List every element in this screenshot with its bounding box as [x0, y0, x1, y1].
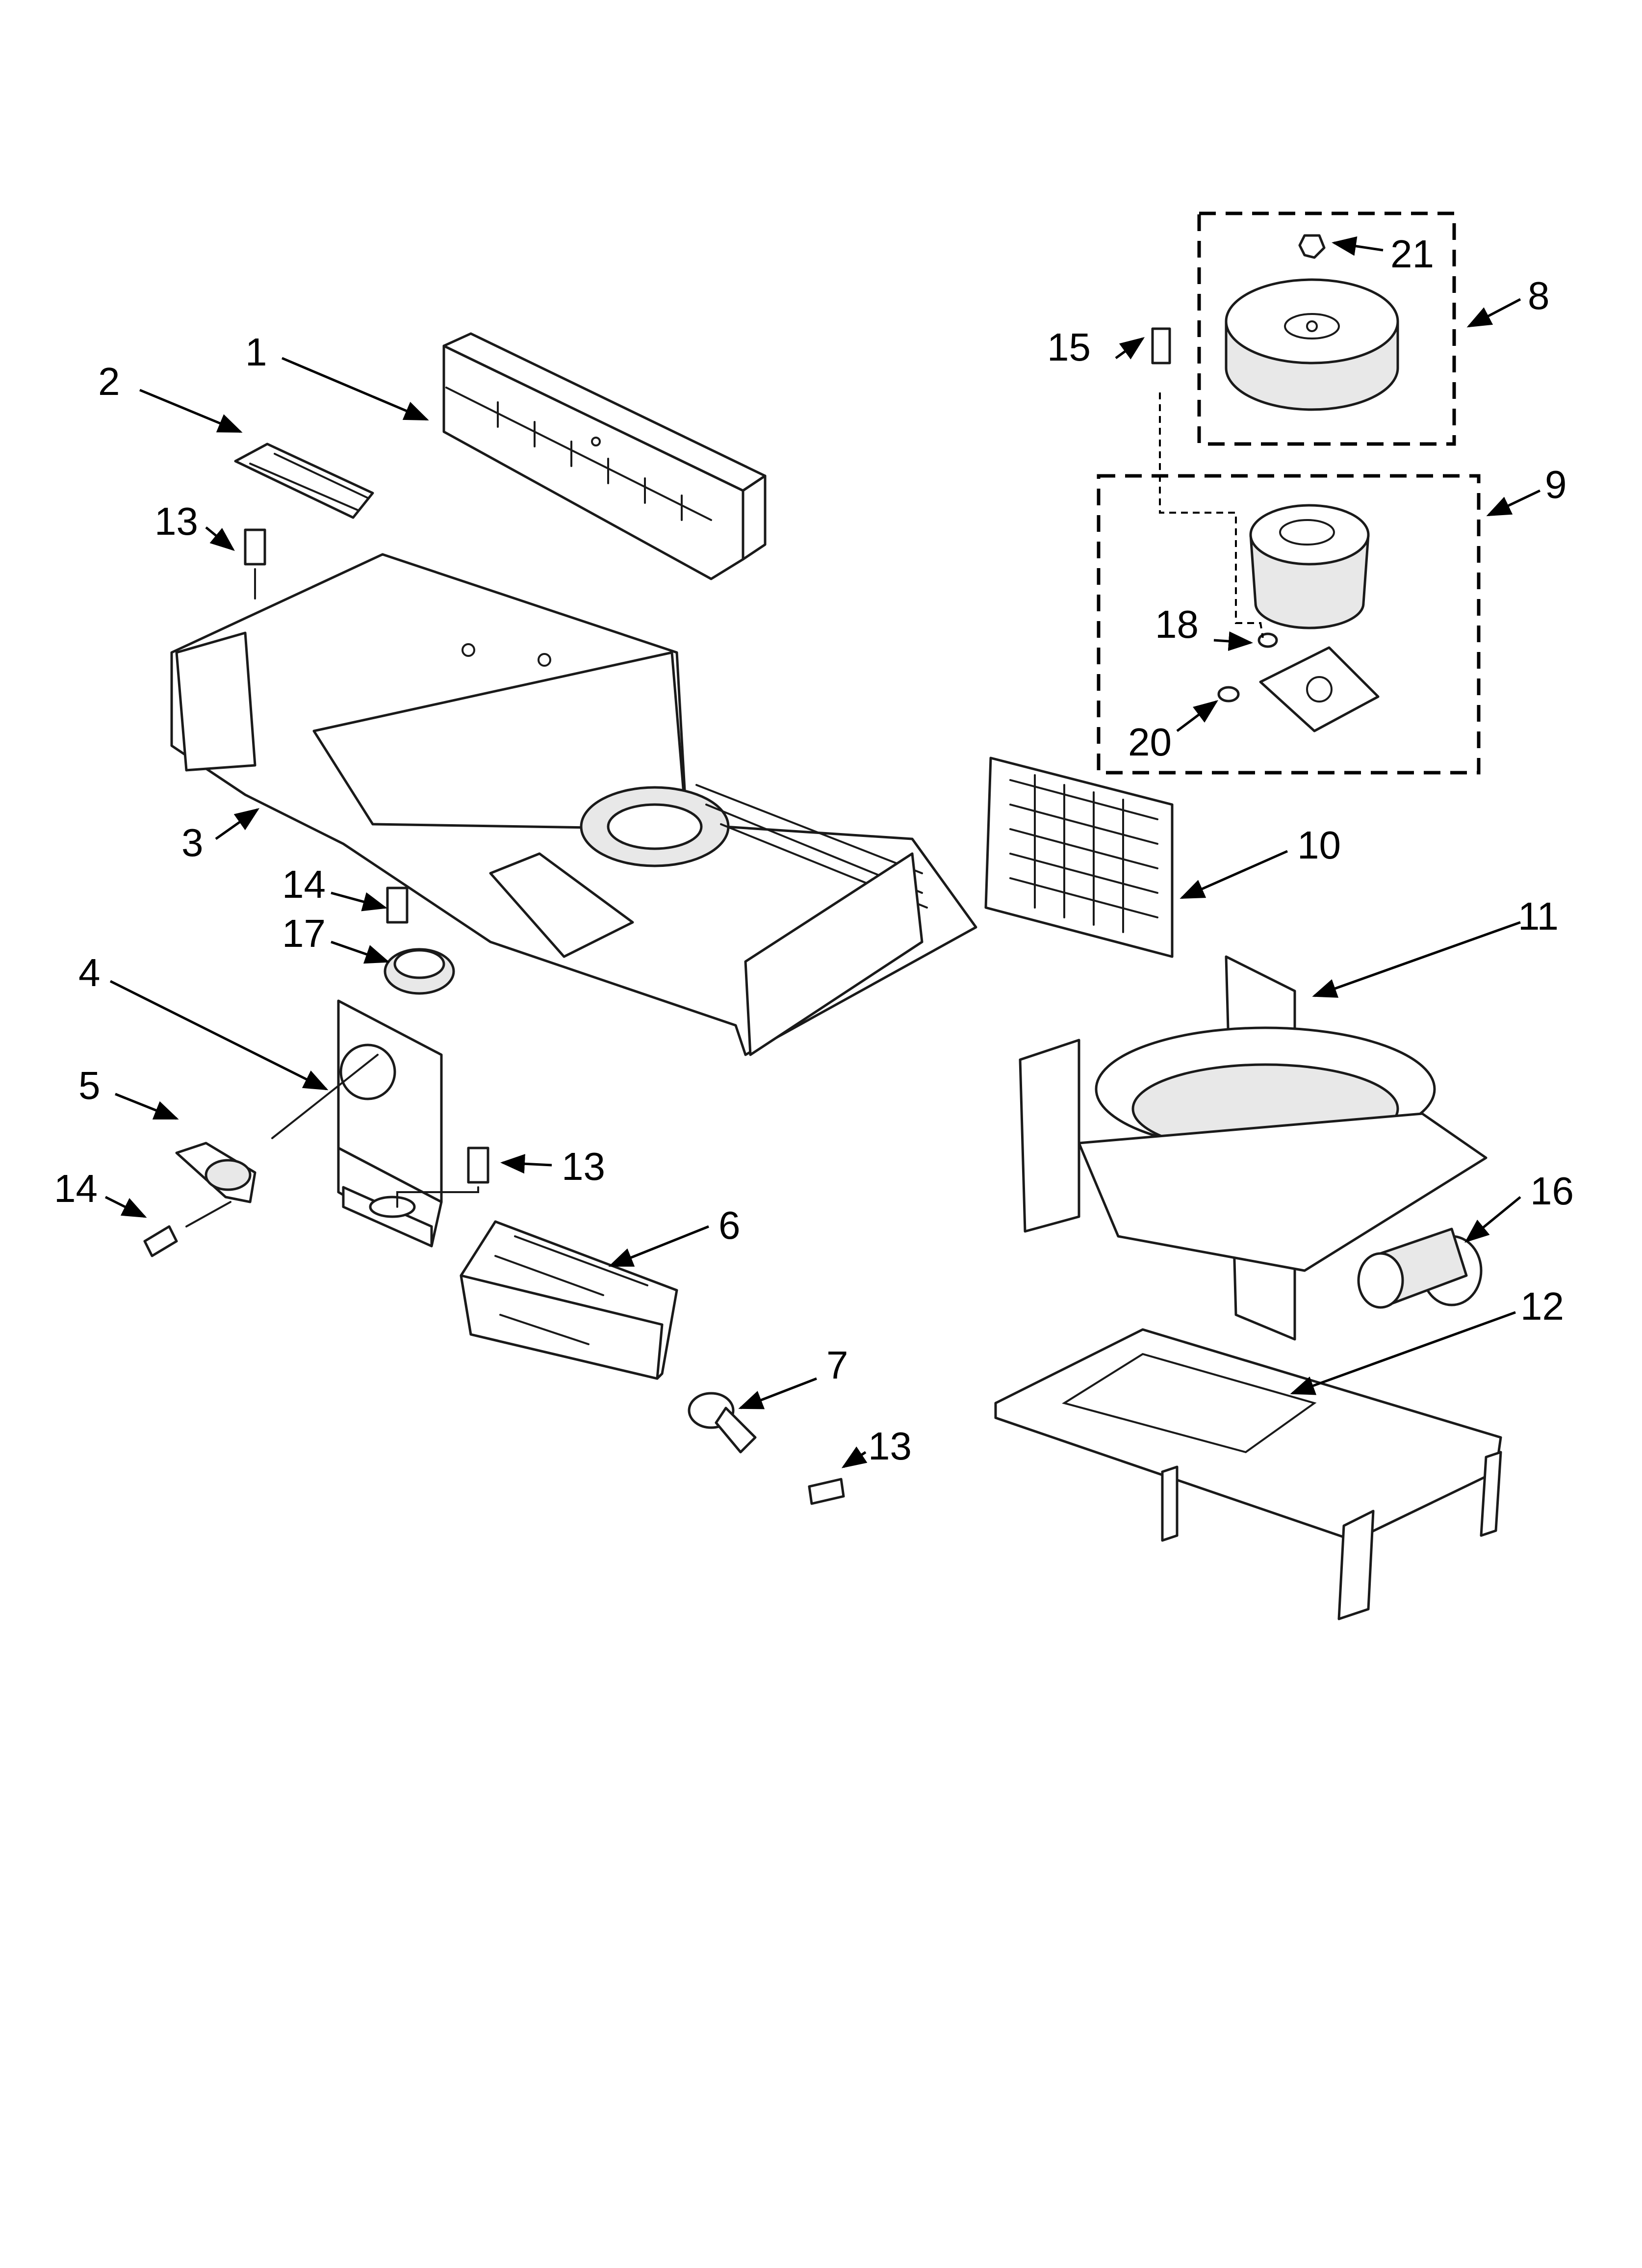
- callout-13b: 13: [562, 1145, 605, 1188]
- part-6-lamp-housing: [460, 1220, 678, 1380]
- part-12-base-pan: [994, 1328, 1502, 1620]
- callout-labels: 1 2 13 3 14 17 4 5 13 14 6 7 13 21 8 15 …: [54, 232, 1574, 1468]
- callout-21: 21: [1390, 232, 1434, 276]
- callout-17: 17: [282, 912, 326, 955]
- callout-2: 2: [98, 360, 120, 403]
- callout-15: 15: [1047, 325, 1091, 369]
- callout-9: 9: [1545, 463, 1567, 506]
- callout-3: 3: [181, 821, 204, 864]
- callout-11: 11: [1518, 894, 1559, 938]
- part-3-housing: [170, 553, 977, 1056]
- callout-12: 12: [1520, 1284, 1564, 1328]
- callout-20: 20: [1128, 720, 1172, 764]
- callout-10: 10: [1297, 823, 1341, 867]
- screw-13c: [808, 1478, 845, 1505]
- part-2-bracket: [234, 443, 374, 519]
- screw-13a: [244, 528, 266, 566]
- leader-lines: [104, 236, 1541, 1468]
- part-4-bracket: [337, 999, 443, 1248]
- part-11-shroud: [1019, 955, 1488, 1341]
- screw-15: [1151, 327, 1171, 365]
- callout-14b: 14: [54, 1167, 98, 1210]
- part-9-motor-group: [1097, 392, 1481, 775]
- callout-16: 16: [1530, 1169, 1574, 1213]
- part-17-thermal-fuse: [384, 948, 455, 995]
- callout-4: 4: [78, 951, 101, 994]
- part-16-capacitor: [1357, 1227, 1468, 1309]
- callout-18: 18: [1155, 602, 1199, 646]
- callout-1: 1: [245, 330, 267, 374]
- callout-13c: 13: [868, 1424, 912, 1468]
- part-7-bulb: [688, 1392, 757, 1454]
- part-8-blower-wheel-group: [1197, 211, 1456, 446]
- callout-8: 8: [1528, 274, 1550, 317]
- screw-14a: [386, 886, 409, 924]
- callout-13a: 13: [154, 499, 198, 543]
- screw-13b: [467, 1147, 489, 1184]
- callout-14a: 14: [282, 862, 326, 906]
- screw-14b: [143, 1225, 178, 1257]
- callout-5: 5: [78, 1064, 101, 1107]
- part-10-grille: [984, 756, 1174, 958]
- callout-7: 7: [826, 1343, 848, 1387]
- callout-6: 6: [718, 1203, 741, 1247]
- part-1-duct: [442, 332, 767, 580]
- part-5-thermostat: [175, 1142, 257, 1203]
